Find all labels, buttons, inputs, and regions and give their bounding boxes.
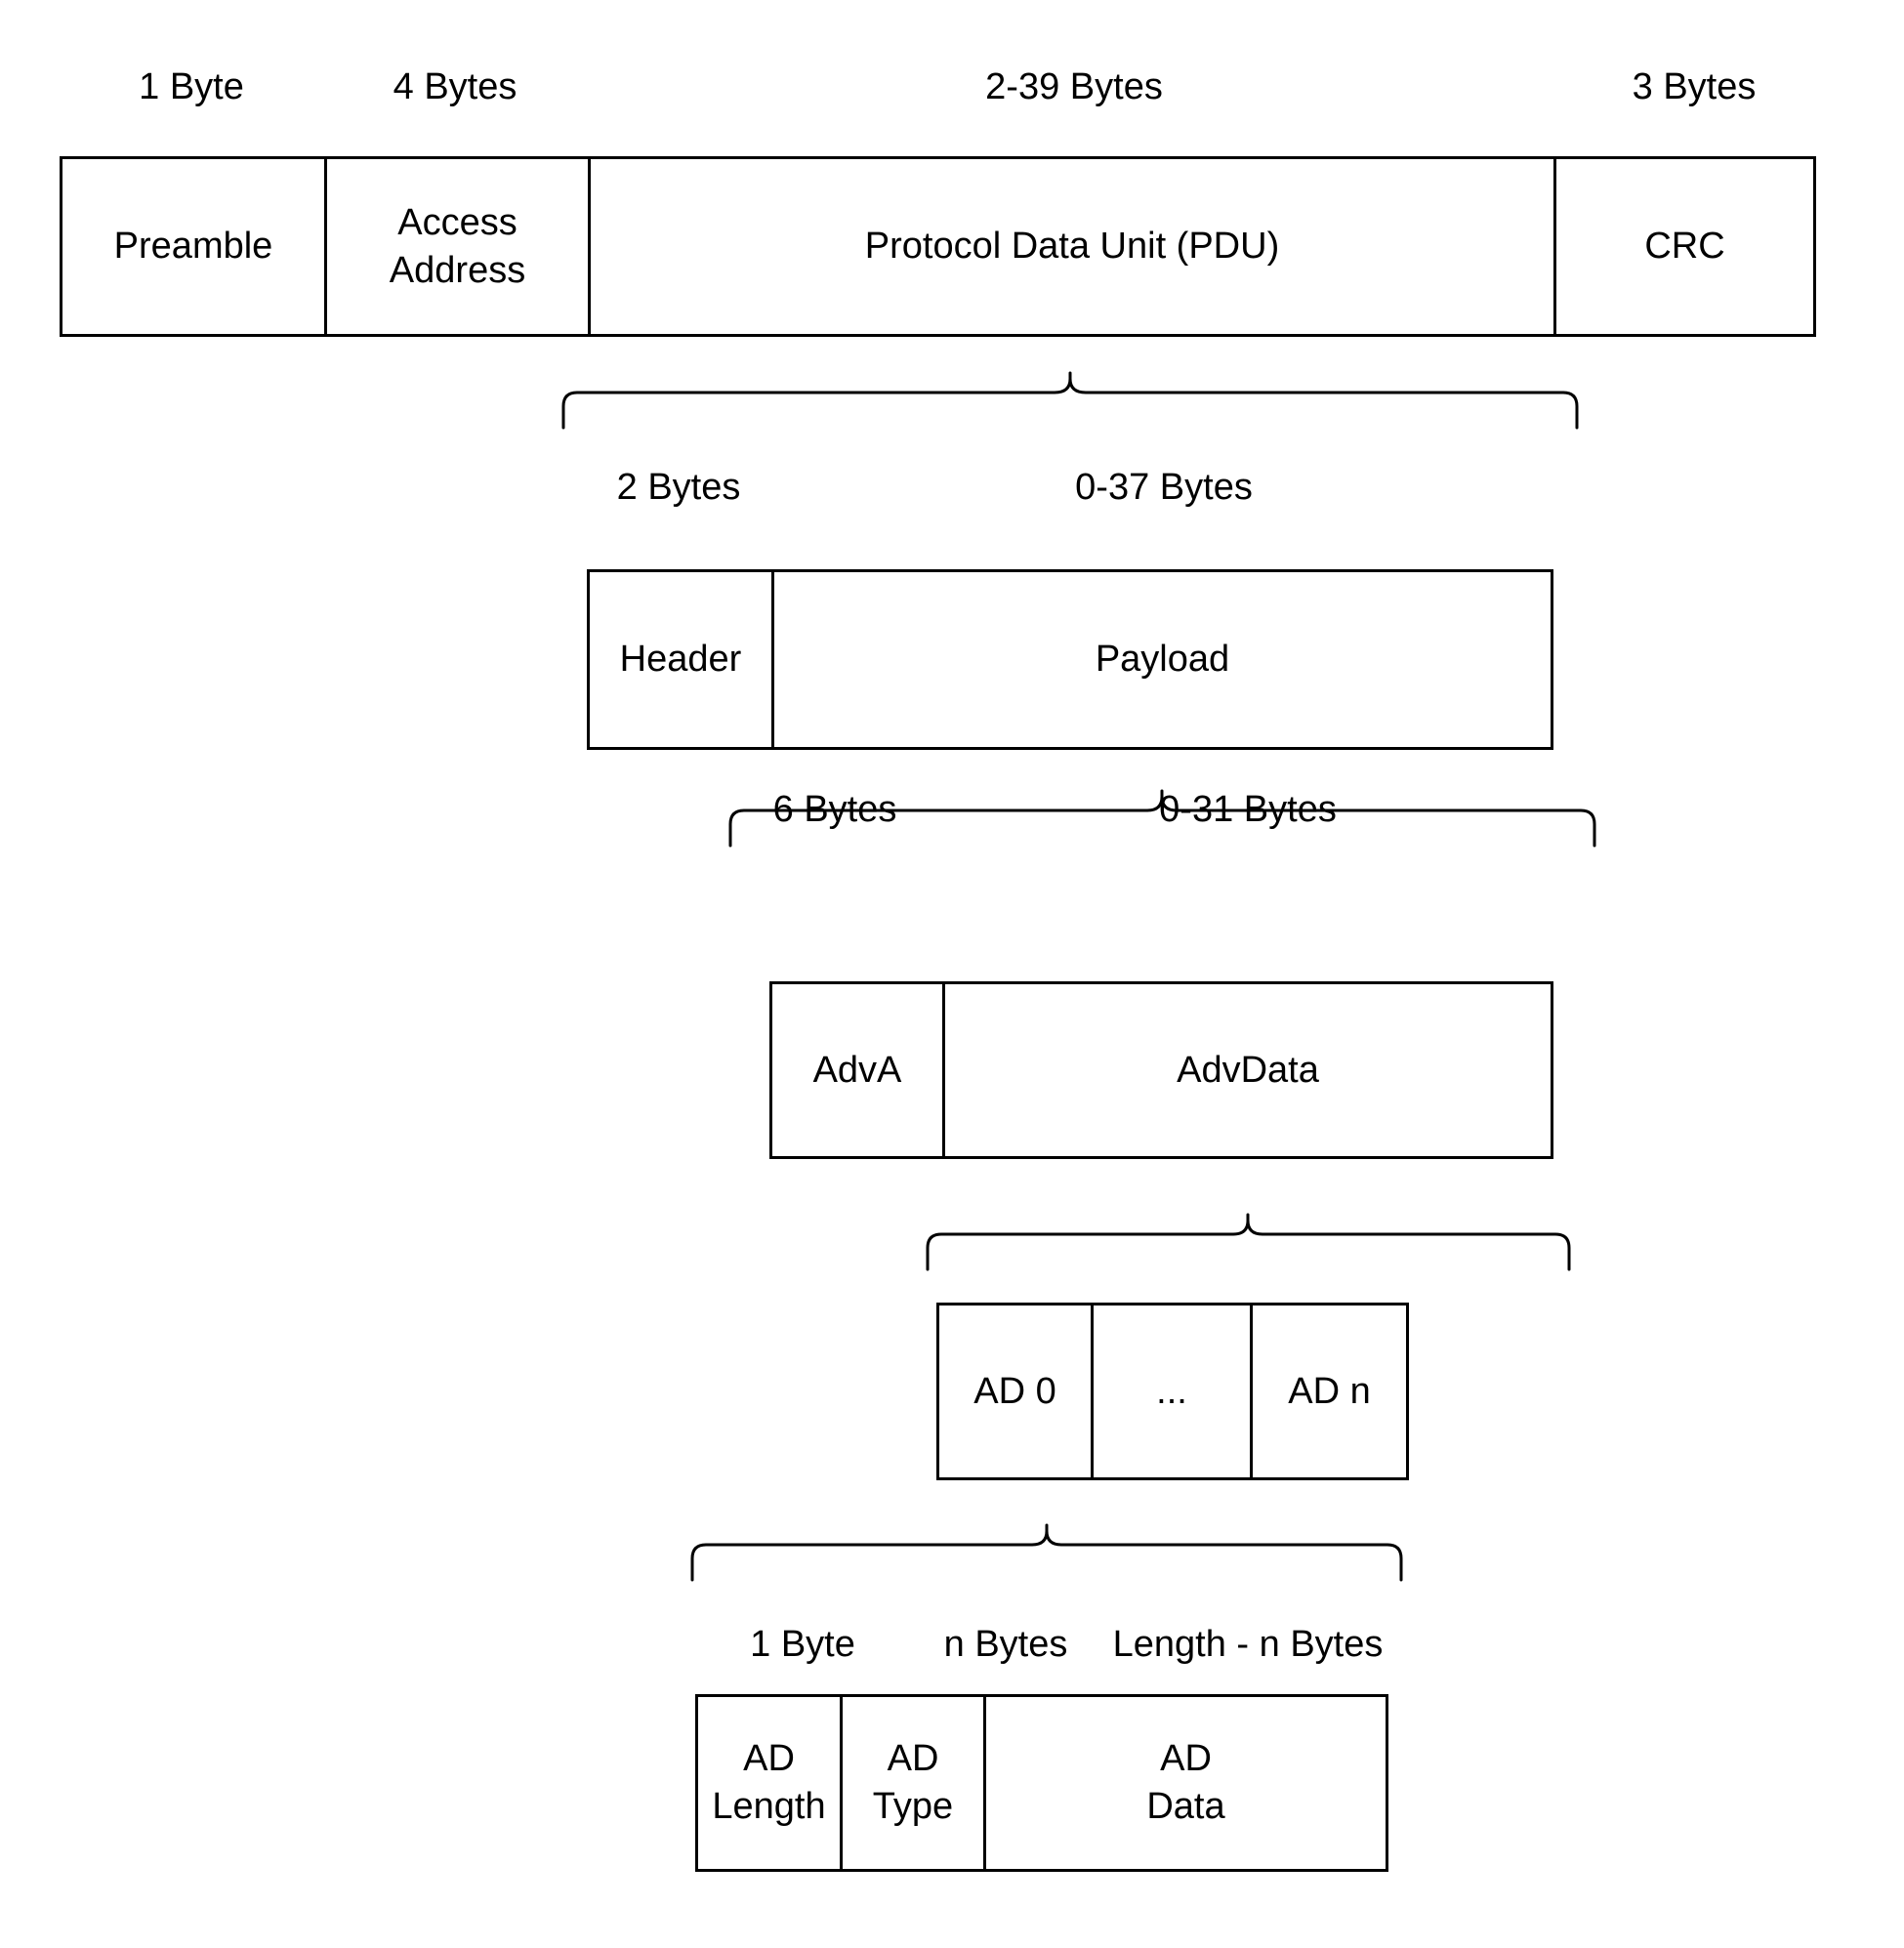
size-label-payload: 0-37 Bytes <box>1075 467 1253 508</box>
size-label-header: 2 Bytes <box>616 467 741 508</box>
field-header[interactable]: Header <box>590 572 774 747</box>
field-crc[interactable]: CRC <box>1556 159 1813 334</box>
size-label-advdata: 0-31 Bytes <box>1159 789 1337 830</box>
advdata-row: AD 0 ... AD n <box>936 1303 1409 1480</box>
field-adva[interactable]: AdvA <box>772 984 945 1156</box>
ad-structure-row: AD Length AD Type AD Data <box>695 1694 1388 1872</box>
size-label-adva: 6 Bytes <box>772 789 897 830</box>
field-preamble[interactable]: Preamble <box>62 159 327 334</box>
field-protocol-data-unit[interactable]: Protocol Data Unit (PDU) <box>591 159 1556 334</box>
brace-advdata-expand <box>926 1213 1571 1271</box>
field-ad-ellipsis[interactable]: ... <box>1094 1306 1253 1477</box>
size-label-ad-type: n Bytes <box>943 1624 1068 1665</box>
field-payload[interactable]: Payload <box>774 572 1551 747</box>
brace-pdu-expand <box>561 371 1579 430</box>
pdu-row: Header Payload <box>587 569 1553 750</box>
size-label-crc: 3 Bytes <box>1632 66 1757 107</box>
brace-payload-expand <box>728 789 1596 848</box>
size-label-access-address: 4 Bytes <box>393 66 517 107</box>
size-label-ad-data: Length - n Bytes <box>1112 1624 1384 1665</box>
field-ad-n[interactable]: AD n <box>1253 1306 1406 1477</box>
field-ad-length[interactable]: AD Length <box>698 1697 843 1869</box>
link-layer-packet-row: Preamble Access Address Protocol Data Un… <box>60 156 1816 337</box>
field-ad-type[interactable]: AD Type <box>843 1697 986 1869</box>
size-label-ad-length: 1 Byte <box>750 1624 855 1665</box>
field-ad-0[interactable]: AD 0 <box>939 1306 1094 1477</box>
field-advdata[interactable]: AdvData <box>945 984 1551 1156</box>
payload-row: AdvA AdvData <box>769 981 1553 1159</box>
brace-ad-expand <box>690 1523 1403 1582</box>
size-label-preamble: 1 Byte <box>139 66 244 107</box>
field-access-address[interactable]: Access Address <box>327 159 591 334</box>
field-ad-data[interactable]: AD Data <box>986 1697 1386 1869</box>
size-label-pdu: 2-39 Bytes <box>985 66 1163 107</box>
